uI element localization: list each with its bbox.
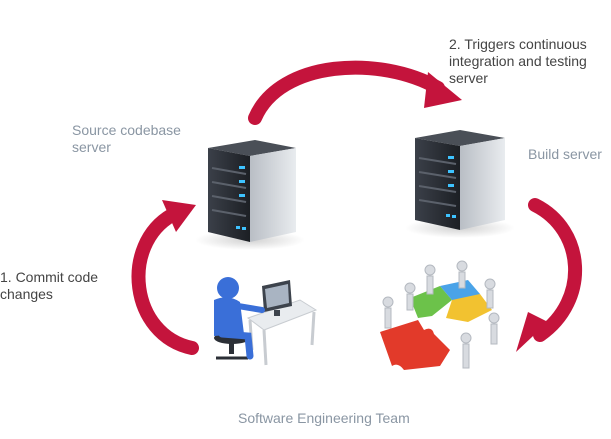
arrow-step-1: [131, 200, 199, 355]
step-1-line-2: changes: [0, 286, 53, 302]
source-line-2: server: [72, 139, 111, 155]
build-server-icon: [405, 130, 515, 238]
source-server-label: Source codebase server: [72, 122, 181, 156]
step-2-label: 2. Triggers continuous integration and t…: [449, 36, 587, 87]
source-server-icon: [195, 140, 305, 250]
step-2-line-2: integration and testing: [449, 53, 587, 69]
step-2-line-1: 2. Triggers continuous: [449, 36, 587, 52]
developer-at-desk-icon: [214, 277, 318, 366]
step-2-line-3: server: [449, 70, 488, 86]
puzzle-team-icon: [380, 260, 500, 370]
team-label: Software Engineering Team: [238, 410, 410, 426]
arrow-build-to-team: [516, 198, 582, 352]
source-line-1: Source codebase: [72, 122, 181, 138]
step-1-label: 1. Commit code changes: [0, 269, 98, 303]
build-server-label: Build server: [528, 146, 602, 162]
step-1-line-1: 1. Commit code: [0, 269, 99, 285]
arrow-step-2: [248, 60, 462, 125]
